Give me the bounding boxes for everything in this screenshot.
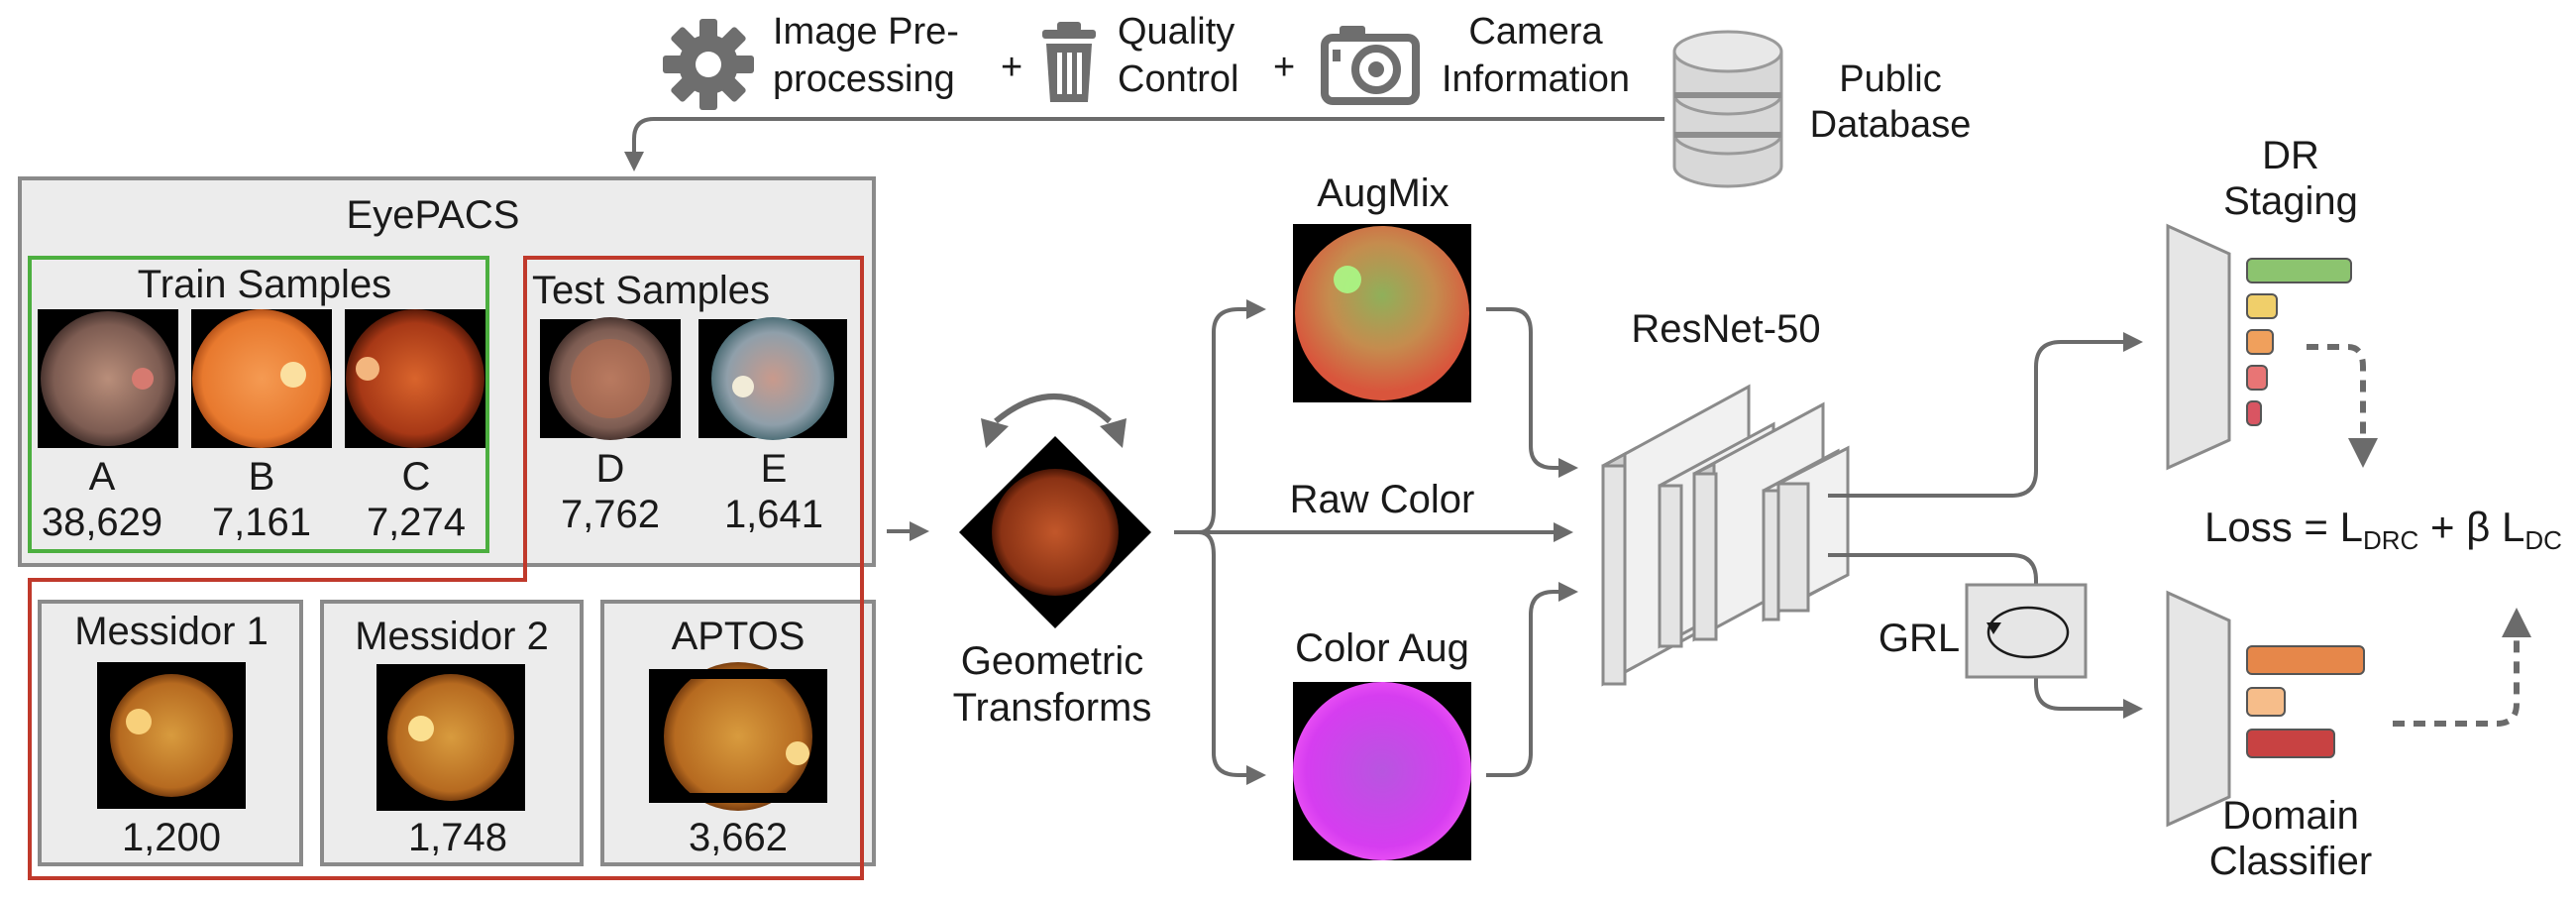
- database-label-2: Database: [1810, 104, 1972, 146]
- aptos-image: [649, 662, 827, 811]
- aptos-title: APTOS: [672, 615, 805, 658]
- domain-classifier-label-1: Domain: [2222, 794, 2359, 838]
- geometric-label-1: Geometric: [961, 639, 1144, 683]
- eyepacs-title: EyePACS: [347, 193, 520, 237]
- grl-label: GRL: [1878, 617, 1960, 660]
- dr-bar-3: [2246, 329, 2274, 355]
- trash-icon: [1042, 22, 1096, 102]
- train-samples-box: [28, 256, 489, 553]
- train-image-a: [38, 309, 178, 448]
- plus-sign-1: +: [1001, 47, 1022, 88]
- color-aug-label: Color Aug: [1295, 626, 1469, 670]
- dr-bar-1: [2246, 258, 2352, 283]
- database-icon: [1672, 30, 1783, 188]
- plus-sign-2: +: [1273, 47, 1295, 88]
- color-aug-image: [1293, 682, 1471, 860]
- domain-classifier-label-2: Classifier: [2209, 840, 2372, 883]
- test-count-e: 1,641: [724, 493, 823, 536]
- geometric-transform-image: [959, 436, 1151, 628]
- loss-formula: Loss = LDRC + β LDC: [2204, 504, 2562, 555]
- train-label-a: A: [89, 455, 116, 499]
- messidor2-image: [376, 664, 525, 811]
- messidor2-count: 1,748: [408, 816, 507, 859]
- quality-label-2: Control: [1118, 58, 1239, 100]
- domain-bar-2: [2246, 687, 2286, 717]
- augmix-label: AugMix: [1317, 171, 1449, 215]
- geometric-label-2: Transforms: [953, 686, 1152, 730]
- dr-staging-label-1: DR: [2262, 134, 2319, 177]
- camera-label-1: Camera: [1468, 11, 1603, 53]
- messidor2-title: Messidor 2: [355, 615, 549, 658]
- preprocessing-label-1: Image Pre-: [773, 11, 959, 53]
- camera-icon: [1321, 26, 1420, 105]
- dr-bar-5: [2246, 400, 2262, 426]
- aptos-count: 3,662: [689, 816, 788, 859]
- train-count-b: 7,161: [212, 501, 311, 544]
- train-label-c: C: [402, 455, 431, 499]
- database-label-1: Public: [1839, 58, 1942, 100]
- messidor1-image: [97, 662, 246, 809]
- domain-bar-1: [2246, 645, 2365, 675]
- grl-box: [1965, 583, 2088, 679]
- domain-classifier-head: [2166, 590, 2231, 828]
- loss-sub-drc: DRC: [2363, 525, 2418, 555]
- messidor1-count: 1,200: [122, 816, 221, 859]
- dr-bar-4: [2246, 365, 2268, 391]
- train-count-c: 7,274: [367, 501, 466, 544]
- test-count-d: 7,762: [561, 493, 660, 536]
- train-count-a: 38,629: [42, 501, 162, 544]
- to-augmix-arrow: [1198, 299, 1266, 534]
- domain-to-loss-arrow: [2393, 608, 2531, 727]
- train-image-b: [191, 309, 332, 448]
- dr-to-loss-arrow: [2307, 344, 2378, 468]
- dr-bar-2: [2246, 293, 2278, 319]
- grl-loop-icon: [1986, 606, 2070, 659]
- resnet-block: [1601, 384, 1850, 687]
- augmix-image: [1293, 224, 1471, 402]
- domain-classifier-bars: [2246, 645, 2365, 758]
- loss-sub-dc: DC: [2524, 525, 2562, 555]
- loss-prefix: Loss = L: [2204, 504, 2363, 550]
- messidor1-title: Messidor 1: [74, 610, 268, 653]
- augmix-to-resnet-arrow: [1486, 307, 1578, 478]
- test-label-d: D: [596, 447, 625, 491]
- dr-staging-bars: [2246, 258, 2352, 426]
- loss-mid: + β L: [2418, 504, 2524, 550]
- raw-color-label: Raw Color: [1290, 478, 1475, 521]
- resnet-layer-fronts: [1601, 464, 1810, 686]
- resnet-label: ResNet-50: [1631, 307, 1820, 351]
- test-set-outline: [28, 256, 864, 880]
- quality-label-1: Quality: [1118, 11, 1234, 53]
- train-image-c: [345, 309, 485, 448]
- camera-label-2: Information: [1442, 58, 1630, 100]
- train-label-b: B: [249, 455, 275, 499]
- test-samples-title: Test Samples: [532, 269, 770, 312]
- color-aug-to-resnet-arrow: [1486, 582, 1578, 777]
- rotate-arrows-icon: [981, 394, 1127, 448]
- test-label-e: E: [761, 447, 788, 491]
- domain-bar-3: [2246, 729, 2335, 758]
- test-image-e: [698, 317, 847, 440]
- database-to-eyepacs-arrow: [624, 117, 1664, 171]
- gear-icon: [663, 19, 754, 110]
- test-image-d: [540, 317, 681, 440]
- to-color-aug-arrow: [1198, 530, 1266, 785]
- train-samples-title: Train Samples: [138, 263, 391, 306]
- resnet-to-dr-arrow: [1828, 332, 2143, 498]
- dr-staging-label-2: Staging: [2223, 179, 2358, 223]
- dr-staging-head: [2166, 223, 2231, 471]
- preprocessing-label-2: processing: [773, 58, 955, 100]
